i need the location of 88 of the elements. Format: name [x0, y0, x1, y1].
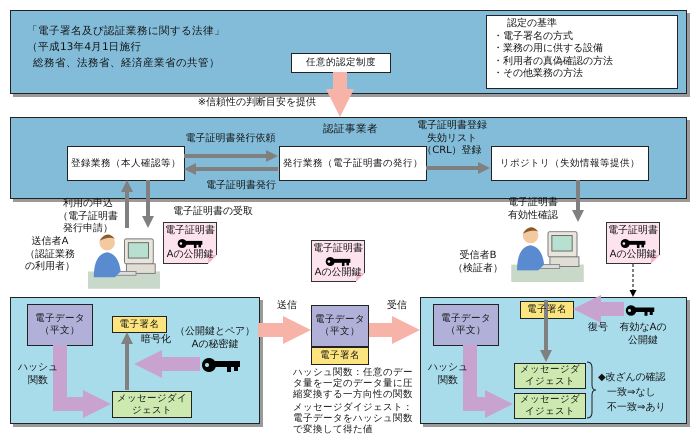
process-box — [514, 363, 586, 389]
arrow — [630, 264, 636, 297]
box-label: 任意的認定制度 — [306, 57, 376, 69]
process-box — [520, 301, 574, 319]
edge-label: 電子証明書有効性確認 — [507, 197, 559, 222]
box-label: リポジトリ（失効情報等提供） — [500, 158, 640, 170]
box-label: 電子署名 — [120, 318, 160, 330]
arrow — [134, 350, 200, 378]
edge-label: 電子証明書発行 — [205, 180, 277, 192]
note-text: 電子証明書 — [165, 225, 215, 238]
node-caption: 送信者A（認証業務の利用者） — [24, 236, 76, 274]
arrow — [184, 163, 278, 175]
note-text: ハッシュ関数：任意のデータ量を一定のデータ量に圧縮変換する一方向性の関数 — [293, 368, 414, 401]
node-caption: 受信者B（検証者） — [452, 250, 504, 275]
arrow — [426, 162, 490, 174]
box-label: 電子署名 — [320, 350, 360, 362]
box-label: 電子データ（平文） — [34, 313, 86, 337]
arrow — [572, 180, 584, 222]
process-box — [67, 146, 185, 181]
certificate-note — [311, 240, 365, 282]
arrow — [463, 345, 513, 418]
arrow — [184, 150, 278, 162]
box-label: 電子データ（平文） — [440, 313, 492, 337]
box-label: 登録業務（本人確認等） — [71, 158, 181, 170]
edge-label: ハッシュ関数 — [17, 362, 59, 387]
note-text: 電子証明書 — [313, 243, 363, 256]
criteria-item: ・利用者の真偽確認の方法 — [493, 56, 613, 68]
band-heading: 「電子署名及び認証業務に関する法律」 — [27, 25, 225, 39]
node-caption: （公開鍵とペア）Aの秘密鍵 — [174, 326, 256, 351]
band-text: 総務省、法務省、経済産業省の共管） — [33, 57, 220, 71]
process-box — [311, 347, 369, 365]
arrow — [573, 295, 624, 323]
certificate-note — [606, 222, 660, 264]
background-panel — [10, 10, 687, 94]
band-text: （平成13年4月1日施行 — [27, 41, 142, 55]
box-label: 電子署名 — [527, 304, 567, 316]
edge-label: ※信頼性の判断目安を提供 — [196, 97, 318, 110]
note-text: Aの公開鍵 — [166, 248, 214, 261]
process-box — [291, 53, 391, 73]
background-panel — [10, 297, 260, 424]
key-icon — [625, 304, 655, 317]
arrow — [258, 316, 311, 344]
edge-label: 暗号化 — [140, 334, 172, 346]
edge-label: 受信 — [386, 300, 408, 312]
legend-note: ◆改ざんの確認 — [598, 372, 667, 384]
process-box — [112, 316, 167, 333]
edge-label: 電子証明書登録失効リスト（CRL）登録 — [416, 120, 488, 158]
edge-label: 利用の申込（電子証明書発行申請） — [57, 198, 119, 236]
edge-label: 電子証明書発行依頼 — [184, 133, 276, 146]
arrow — [121, 180, 133, 228]
criteria-item: ・業務の用に供する設備 — [493, 43, 603, 56]
arrow — [53, 345, 111, 418]
background-panel — [420, 297, 687, 424]
note-text: 電子証明書 — [608, 225, 658, 238]
arrow — [142, 180, 154, 228]
process-box — [279, 146, 427, 181]
band-heading: 認証事業者 — [323, 123, 378, 137]
edge-label: ハッシュ関数 — [427, 362, 469, 387]
arrow — [540, 300, 552, 362]
arrow — [369, 316, 420, 344]
note-text: Aの公開鍵 — [610, 248, 656, 261]
box-label: 電子データ（平文） — [314, 314, 366, 338]
criteria-heading: 認定の基準 — [507, 18, 557, 30]
edge-label: 送信 — [276, 300, 298, 312]
arrow — [326, 72, 354, 117]
node-caption: 有効なAの公開鍵 — [618, 322, 668, 347]
arrow — [121, 332, 133, 390]
process-box — [27, 304, 93, 346]
process-box — [112, 391, 192, 418]
edge-label: 復号 — [587, 322, 609, 334]
process-box — [514, 393, 586, 419]
process-box — [311, 305, 369, 347]
criteria-box — [486, 15, 678, 89]
note-text: Aの公開鍵 — [314, 266, 362, 279]
note-text: メッセージダイジェスト：電子データをハッシュ関数で変換して得た値 — [293, 403, 414, 436]
process-box — [433, 304, 499, 346]
criteria-item: ・電子署名の方式 — [493, 30, 573, 42]
criteria-item: ・その他業務の方法 — [493, 68, 583, 80]
process-box — [491, 146, 649, 181]
legend-note: 一致⇒なし — [607, 387, 656, 398]
key-icon — [201, 357, 241, 373]
legend-note: 不一致⇒あり — [607, 402, 666, 414]
box-label: メッセージダイジェスト — [519, 364, 581, 388]
box-label: メッセージダイジェスト — [519, 394, 581, 418]
edge-label: 電子証明書の受取 — [172, 206, 254, 218]
box-label: メッセージダイジェスト — [116, 392, 188, 416]
box-label: 発行業務（電子証明書の発行） — [283, 158, 423, 170]
certificate-note — [163, 222, 217, 264]
